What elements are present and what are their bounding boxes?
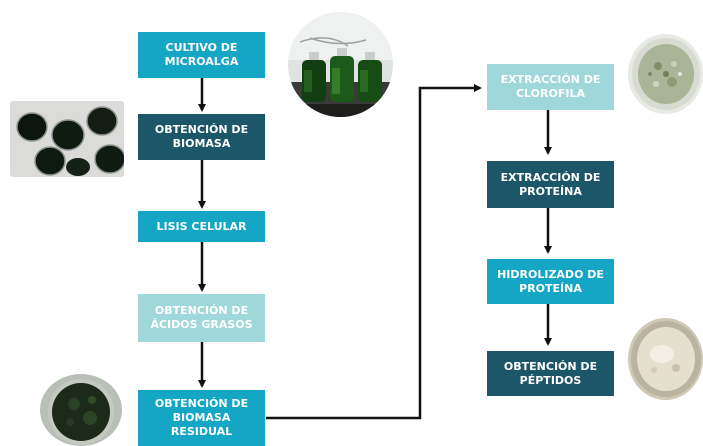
step-clorofila-line-2: CLOROFILA — [515, 87, 585, 100]
step-peptidos-line-1: OBTENCIÓN DE — [503, 359, 598, 373]
step-clorofila-line-1: EXTRACCIÓN DE — [500, 73, 601, 86]
petri-dishes-biomass-photo — [10, 101, 124, 177]
step-cultivo-line-1: CULTIVO DE — [165, 41, 238, 54]
step-hidrolizado-line-1: HIDROLIZADO DE — [497, 267, 604, 281]
step-biomasa-line-1: OBTENCIÓN DE — [154, 123, 249, 136]
step-acidos-line-2: ÁCIDOS GRASOS — [150, 318, 253, 331]
step-residual-line-1: OBTENCIÓN DE — [154, 397, 249, 410]
step-acidos-line-1: OBTENCIÓN DE — [154, 304, 249, 317]
petri-dish-powder-photo — [628, 34, 703, 114]
step-residual-line-2: BIOMASA — [172, 411, 231, 424]
step-peptidos-line-2: PÉPTIDOS — [519, 373, 582, 387]
step-residual-line-3: RESIDUAL — [170, 425, 233, 438]
petri-dish-peptides-photo — [628, 318, 703, 400]
step-hidrolizado-line-2: PROTEÍNA — [519, 281, 582, 295]
arrow-residual-clorofila — [266, 84, 482, 420]
step-lisis-line-1: LISIS CELULAR — [156, 219, 247, 233]
step-lisis-celular: LISIS CELULAR — [138, 211, 265, 242]
step-cultivo-line-2: MICROALGA — [164, 55, 239, 68]
petri-dish-residual-biomass-photo — [40, 374, 122, 446]
bottle-cultures-photo — [288, 12, 393, 117]
step-biomasa-line-2: BIOMASA — [172, 137, 231, 150]
step-proteina-line-2: PROTEÍNA — [519, 184, 582, 198]
step-proteina-line-1: EXTRACCIÓN DE — [500, 170, 601, 184]
